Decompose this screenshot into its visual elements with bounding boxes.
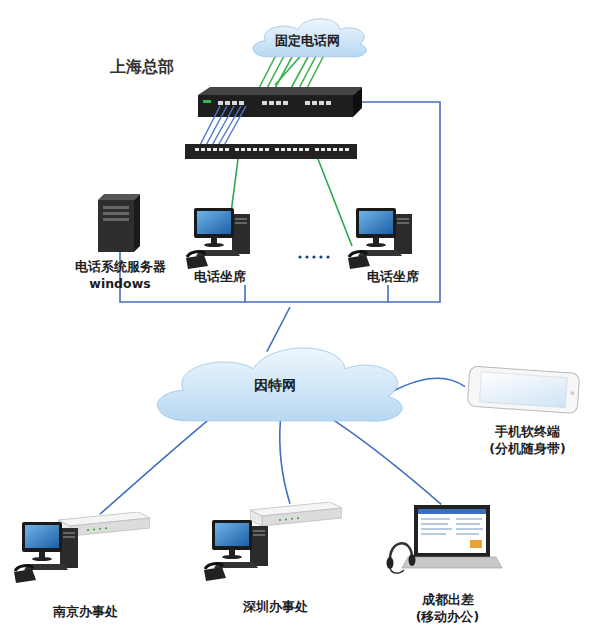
cloud-network: 固定电话网 [245,12,370,60]
node-label: (移动办公) [416,608,479,625]
node-label: 成都出差 [422,591,474,608]
seat-node: 电话坐席 [180,205,260,285]
network-link [267,307,290,352]
server-node: 电话系统服务器windows [55,195,185,292]
node-label: 上海总部 [110,57,174,78]
office-node: 深圳办事处 [200,498,350,615]
mobile-office-node: 成都出差(移动办公) [385,498,510,625]
site-group: 上海总部电话系统服务器windows电话坐席电话坐席 [55,85,455,307]
network-link [334,421,441,505]
node-label: (分机随身带) [489,440,565,457]
seat-node: 电话坐席 [350,205,435,285]
node-label: windows [89,275,150,292]
cloud-network: 因特网 [140,335,410,427]
network-link [280,421,290,504]
node-label: 因特网 [254,377,296,394]
network-link [391,378,465,392]
node-label: 电话坐席 [367,268,419,285]
node-label: 电话系统服务器 [75,258,166,275]
cloud-text-box: 因特网 [140,335,410,427]
mobile-node: 手机软终端(分机随身带) [465,362,590,457]
office-node: 南京办事处 [10,505,160,620]
cloud-text-box: 固定电话网 [245,12,370,60]
node-label: 南京办事处 [53,603,118,620]
node-label: 电话坐席 [194,268,246,285]
network-link [275,57,300,85]
node-label: 手机软终端 [495,423,560,440]
node-label: 固定电话网 [275,32,340,49]
network-link [100,421,208,515]
node-label: 深圳办事处 [243,598,308,615]
